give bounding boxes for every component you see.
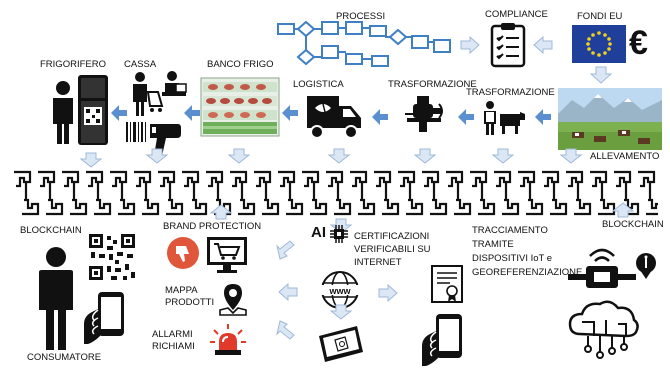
left-arrow-icon <box>278 283 298 301</box>
trasformazione-label-1: TRASFORMAZIONE <box>388 79 477 90</box>
checkout-counter-icon <box>128 70 188 120</box>
svg-text:www: www <box>328 286 351 296</box>
certificazioni-label-1: CERTIFICAZIONI <box>354 231 430 242</box>
iot-sensor-icon <box>566 242 646 294</box>
fridge-icon <box>77 74 109 146</box>
left-arrow-icon <box>457 108 475 126</box>
down-arrow-icon <box>228 148 250 164</box>
hand-phone-icon <box>80 290 132 346</box>
brand-protection-label: BRAND PROTECTION <box>163 221 262 232</box>
map-pin-icon <box>218 282 248 316</box>
down-arrow-icon <box>330 304 352 320</box>
down-arrow-icon <box>560 148 582 164</box>
mappa-prodotti-label-1: MAPPA <box>165 285 198 296</box>
tracciamento-label-2: TRAMITE <box>472 239 514 250</box>
left-arrow-icon <box>533 36 553 54</box>
down-arrow-icon <box>414 148 436 164</box>
left-arrow-icon <box>371 108 389 126</box>
processi-label: PROCESSI <box>336 11 386 22</box>
clipboard-checklist-icon <box>490 22 526 68</box>
butcher-cow-icon <box>480 100 526 136</box>
ai-chip-icon <box>330 225 348 243</box>
certificate-document-icon <box>430 264 464 304</box>
left-arrow-icon <box>110 104 128 122</box>
tracciamento-label-3: DISPOSITIVI IoT e <box>472 253 553 264</box>
allarmi-label-1: ALLARMI <box>152 329 193 340</box>
tracciamento-label-1: TRACCIAMENTO <box>472 225 548 236</box>
mappa-prodotti-label-2: PRODOTTI <box>165 297 215 308</box>
left-arrow-icon <box>281 104 299 122</box>
banco-frigo-label: BANCO FRIGO <box>207 59 274 70</box>
euro-symbol: € <box>629 24 648 62</box>
down-arrow-icon <box>492 148 514 164</box>
allarmi-label-2: RICHIAMI <box>152 341 195 352</box>
meat-grinder-icon <box>403 94 445 134</box>
certificazioni-label-2: VERIFICABILI SU <box>354 244 431 255</box>
trasformazione-label-2: TRASFORMAZIONE <box>466 87 555 98</box>
left-arrow-icon <box>183 104 201 122</box>
cassa-label: CASSA <box>124 59 157 70</box>
down-arrow-icon <box>80 152 102 168</box>
thumbs-down-icon <box>166 236 200 270</box>
compliance-label: COMPLIANCE <box>485 9 548 20</box>
left-arrow-icon <box>534 108 552 126</box>
blockchain-chain-band <box>12 168 658 218</box>
location-marker-icon <box>634 252 658 280</box>
blockchain-right-label: BLOCKCHAIN <box>602 219 664 230</box>
refrigerated-counter-icon <box>199 74 281 138</box>
logistica-label: LOGISTICA <box>293 79 344 90</box>
cloud-network-icon <box>566 296 642 360</box>
down-arrow-icon <box>146 148 168 164</box>
consumatore-label: CONSUMATORE <box>27 352 102 363</box>
up-arrow-icon <box>210 204 232 220</box>
delivery-truck-icon <box>305 94 363 140</box>
diagonal-arrow-icon <box>276 320 296 340</box>
eu-flag-icon <box>572 25 626 63</box>
process-flow-diagram-icon <box>276 16 456 74</box>
chain-links <box>14 170 658 216</box>
down-arrow-icon <box>590 66 612 84</box>
allevamento-label: ALLEVAMENTO <box>590 151 660 162</box>
hand-phone-icon <box>418 312 470 368</box>
up-arrow-icon <box>612 202 634 218</box>
qr-code-icon <box>87 232 137 282</box>
frigorifero-label: FRIGORIFERO <box>40 59 106 70</box>
ai-label: AI <box>311 224 326 241</box>
barcode-scanner-icon <box>126 118 182 158</box>
consumer-person-icon <box>34 246 78 352</box>
tracciamento-label-4: GEOREFERENZIAZIONE <box>472 267 583 278</box>
monitor-cart-icon <box>206 236 248 274</box>
right-arrow-icon <box>460 36 480 54</box>
diagonal-arrow-icon <box>276 240 296 260</box>
pasture-landscape-icon <box>558 88 662 150</box>
blockchain-left-label: BLOCKCHAIN <box>20 225 82 236</box>
down-arrow-icon <box>330 218 352 234</box>
right-arrow-icon <box>378 284 398 302</box>
down-arrow-icon <box>328 148 350 164</box>
fondi-eu-label: FONDI EU <box>577 11 623 22</box>
alarm-siren-icon <box>208 322 248 356</box>
certificazioni-label-3: INTERNET <box>354 257 402 268</box>
tablet-certificate-icon <box>315 322 367 366</box>
person-icon <box>50 80 76 146</box>
